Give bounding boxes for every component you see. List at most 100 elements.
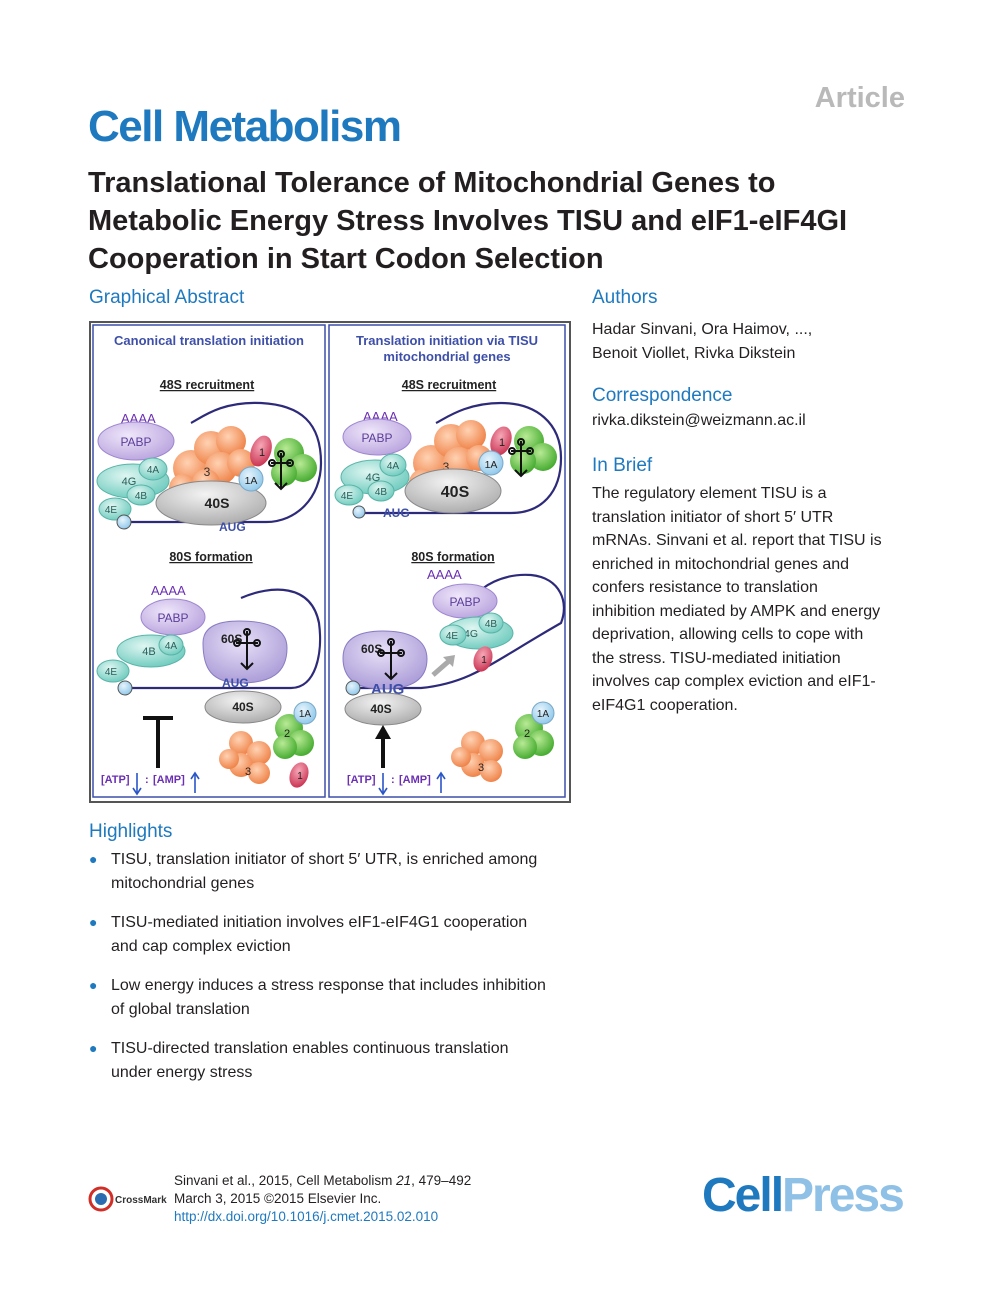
graphical-abstract-heading: Graphical Abstract [89,287,245,308]
bullet-icon: ● [89,977,98,993]
tisu-polya-label-80s: AAAA [427,567,462,582]
tisu-atp-label: [ATP] [347,774,376,786]
tisu-eif1a-released-label: 1A [537,709,550,720]
tisu-pabp-shape [342,418,412,456]
tisu-amp-label: [AMP] [399,774,431,786]
authors-list: Hadar Sinvani, Ora Haimov, ..., Benoit V… [592,318,812,365]
cellpress-cell: Cell [702,1169,784,1222]
tisu-eif4b-shape [367,480,395,502]
crossmark-label: CrossMark [115,1195,167,1206]
eif4b-label: 4B [135,491,148,502]
trna-shape [268,450,294,491]
bullet-icon: ● [89,1040,98,1056]
tisu-trna-shape-80s [377,638,405,681]
in-brief-line: translation initiator of short 5′ UTR [592,508,834,526]
tisu-ribosome-60s-label: 60S [361,642,382,656]
tisu-cap-circle [352,505,366,519]
tisu-pabp-label-80s: PABP [449,595,480,609]
tisu-eif4g-label-80s: 4G [464,628,478,640]
mrna-loop-80s [125,588,322,690]
tisu-ribosome-60s [342,630,428,690]
highlight-line: of global translation [111,1000,250,1018]
tisu-eif1a-released [531,701,555,725]
tisu-eif4e-label: 4E [341,491,354,502]
eif1a-shape [238,466,264,492]
tisu-eif1a-label: 1A [485,459,498,471]
tisu-pabp-label: PABP [361,431,392,445]
citation-authors: Sinvani et al., 2015, Cell Metabolism [174,1173,397,1188]
highlight-line: TISU, translation initiator of short 5′ … [111,851,538,868]
highlights-list: ● TISU, translation initiator of short 5′… [89,848,579,1100]
ribosome-40s [155,480,267,526]
tisu-mrna-loop-80s [351,573,565,690]
eif3-label: 3 [204,465,211,479]
eif1-released [289,762,309,788]
eif4b-shape [126,484,156,506]
tisu-eif1-label: 1 [499,437,505,449]
cap-circle-80s [117,680,133,696]
tisu-mrna-loop [359,401,563,515]
cellpress-logo: CellPress [702,1168,905,1223]
highlight-line: Low energy induces a stress response tha… [111,977,546,994]
polya-label-80s: AAAA [151,583,186,598]
ribosome-40s-80s [204,690,282,724]
tisu-aug-label: AUG [383,506,410,520]
left-panel-title: Canonical translation initiation [114,333,304,348]
in-brief-line: The regulatory element TISU is a [592,485,827,502]
bullet-icon: ● [89,851,98,867]
tisu-ratio-colon: : [391,774,395,786]
highlight-line: TISU-directed translation enables contin… [111,1040,509,1057]
in-brief-line: deprivation, allowing cells to cope with [592,626,864,643]
tisu-released-eif3 [451,731,503,782]
authors-heading: Authors [592,287,658,308]
right-formation-label: 80S formation [411,550,494,564]
page-title: Translational Tolerance of Mitochondrial… [88,167,848,275]
eif1-label: 1 [259,447,265,459]
atp-label: [ATP] [101,774,130,786]
tisu-eif4a-shape [379,453,407,477]
citation-pages: , 479–492 [411,1173,472,1188]
in-brief-line: involves cap complex eviction and eIF1- [592,673,876,690]
eif4e-label: 4E [105,505,118,516]
tisu-eif4a-label: 4A [387,461,400,472]
highlight-item: ● TISU-directed translation enables conti… [89,1037,579,1084]
graphical-abstract-figure: Canonical translation initiation Transla… [92,324,566,798]
crossmark-badge[interactable]: CrossMark [88,1186,168,1221]
right-panel-title-line1: Translation initiation via TISU [356,333,538,348]
in-brief-text: The regulatory element TISU is a transla… [592,482,922,717]
graphical-abstract: Canonical translation initiation Transla… [89,321,571,803]
doi-link[interactable]: http://dx.doi.org/10.1016/j.cmet.2015.02… [174,1209,439,1224]
left-formation-label: 80S formation [169,550,252,564]
tisu-eif1a-shape [478,450,504,476]
eif1-shape [250,435,272,467]
cap-circle [116,514,132,530]
aug-label: AUG [219,520,246,534]
tisu-eif3-released-label: 3 [478,762,484,774]
eif4e-shape-80s [96,659,130,683]
activation-arrow [375,725,391,768]
right-panel-title-line2: mitochondrial genes [383,349,510,364]
journal-logo: Cell Metabolism [88,102,402,151]
in-brief-line: mRNAs. Sinvani et al. report that TISU i… [592,532,882,549]
aug-label-80s: AUG [222,676,249,690]
eif1-released-label: 1 [297,771,303,782]
ratio-colon: : [145,774,149,786]
eif4e-label-80s: 4E [105,667,118,678]
in-brief-line: enriched in mitochondrial genes and [592,555,850,573]
mrna-loop [123,401,323,524]
eif4a-label-80s: 4A [165,641,178,652]
citation-volume: 21 [396,1173,412,1188]
eif4a-shape-80s [158,634,184,656]
highlight-item: ●TISU-mediated initiation involves eIF1-… [89,911,579,958]
correspondence-heading: Correspondence [592,385,733,406]
eif1a-released [293,701,317,725]
correspondence-email[interactable]: rivka.dikstein@weizmann.ac.il [592,412,806,429]
eviction-arrow [431,659,451,677]
highlight-line: and cap complex eviction [111,937,291,955]
article-tag: Article [814,82,905,114]
in-brief-line: confers resistance to translation [592,579,818,596]
tisu-eif3-label: 3 [443,460,450,474]
ribosome-60s [202,620,288,684]
eif4a-label: 4A [147,465,160,476]
citation: Sinvani et al., 2015, Cell Metabolism 21… [174,1172,471,1226]
